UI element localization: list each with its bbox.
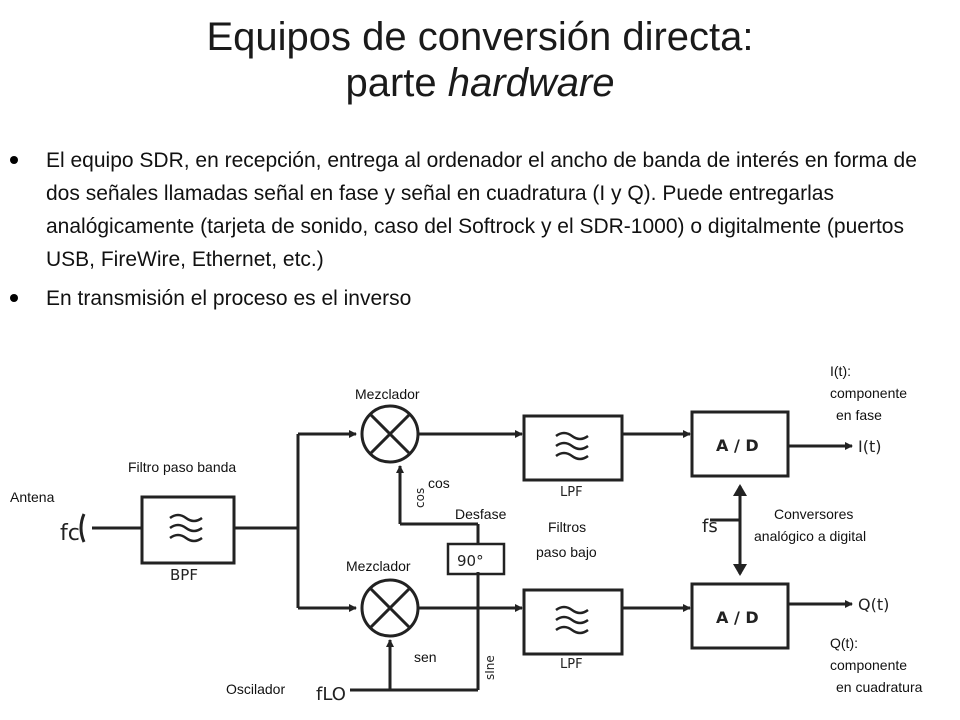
top-lpf-box <box>522 414 624 482</box>
fs-arrow-down-icon <box>733 564 747 576</box>
title-line-2-prefix: parte <box>345 61 448 105</box>
label-oscilador: Oscilador <box>226 681 286 697</box>
bullet-dot-icon <box>10 156 18 164</box>
bullet-item-2: En transmisión el proceso es el inverso <box>10 282 940 315</box>
label-antena: Antena <box>10 489 55 505</box>
bottom-lpf-wave-icon <box>555 605 589 635</box>
top-lpf-wave-icon <box>555 431 589 461</box>
top-ad-box <box>690 410 790 478</box>
q-signal-glyph: Q(t) <box>858 595 889 614</box>
bullet-text-1: El equipo SDR, en recepción, entrega al … <box>46 149 917 271</box>
label-q-out-1: Q(t): <box>830 635 858 651</box>
top-mixer-cross-icon <box>368 412 412 456</box>
antenna-symbol-icon <box>79 513 86 543</box>
label-q-out-3: en cuadratura <box>836 679 923 695</box>
label-q-out-2: componente <box>830 657 908 673</box>
bullet-dot-icon <box>10 294 18 302</box>
title-line-2: parte hardware <box>0 60 960 106</box>
fc-glyph: fc <box>60 521 80 546</box>
label-analogico-digital: analógico a digital <box>754 528 867 544</box>
label-desfase: Desfase <box>455 506 507 522</box>
sine-small-glyph: sIne <box>483 655 497 680</box>
label-mezclador-bottom: Mezclador <box>346 558 411 574</box>
bullet-item-1: El equipo SDR, en recepción, entrega al … <box>10 144 940 276</box>
label-mezclador-top: Mezclador <box>355 386 420 402</box>
label-paso-bajo: paso bajo <box>536 544 597 560</box>
slide-title: Equipos de conversión directa: parte har… <box>0 14 960 106</box>
flo-glyph: fLO <box>316 684 346 705</box>
bottom-ad-glyph: A / D <box>716 608 759 627</box>
fs-arrow-up-icon <box>733 484 747 496</box>
bottom-lpf-glyph: LPF <box>560 657 583 672</box>
fs-glyph: fs <box>702 516 718 537</box>
i-signal-glyph: I(t) <box>858 437 881 456</box>
top-ad-glyph: A / D <box>716 436 759 455</box>
label-i-out-3: en fase <box>836 407 882 423</box>
cos-small-glyph: cos <box>413 488 427 508</box>
label-cos: cos <box>428 475 450 491</box>
top-lpf-glyph: LPF <box>560 485 583 500</box>
phase-glyph: 90° <box>457 552 484 570</box>
bpf-wave-icon <box>169 513 203 543</box>
bottom-mixer-cross-icon <box>368 586 412 630</box>
label-i-out-2: componente <box>830 385 908 401</box>
label-filtros: Filtros <box>548 519 587 535</box>
bottom-lpf-box <box>522 588 624 656</box>
bpf-glyph: BPF <box>170 566 198 584</box>
bpf-box <box>140 495 236 565</box>
bottom-ad-box <box>690 582 790 650</box>
title-line-1: Equipos de conversión directa: <box>206 15 754 59</box>
bullet-text-2: En transmisión el proceso es el inverso <box>46 287 412 310</box>
label-conversores: Conversores <box>774 506 854 522</box>
title-line-2-italic: hardware <box>447 61 615 105</box>
phase-shift-box <box>446 542 506 576</box>
label-i-out-1: I(t): <box>830 363 851 379</box>
label-sen: sen <box>414 649 437 665</box>
label-filtro-paso-banda: Filtro paso banda <box>128 459 237 475</box>
bullet-list: El equipo SDR, en recepción, entrega al … <box>10 144 940 321</box>
